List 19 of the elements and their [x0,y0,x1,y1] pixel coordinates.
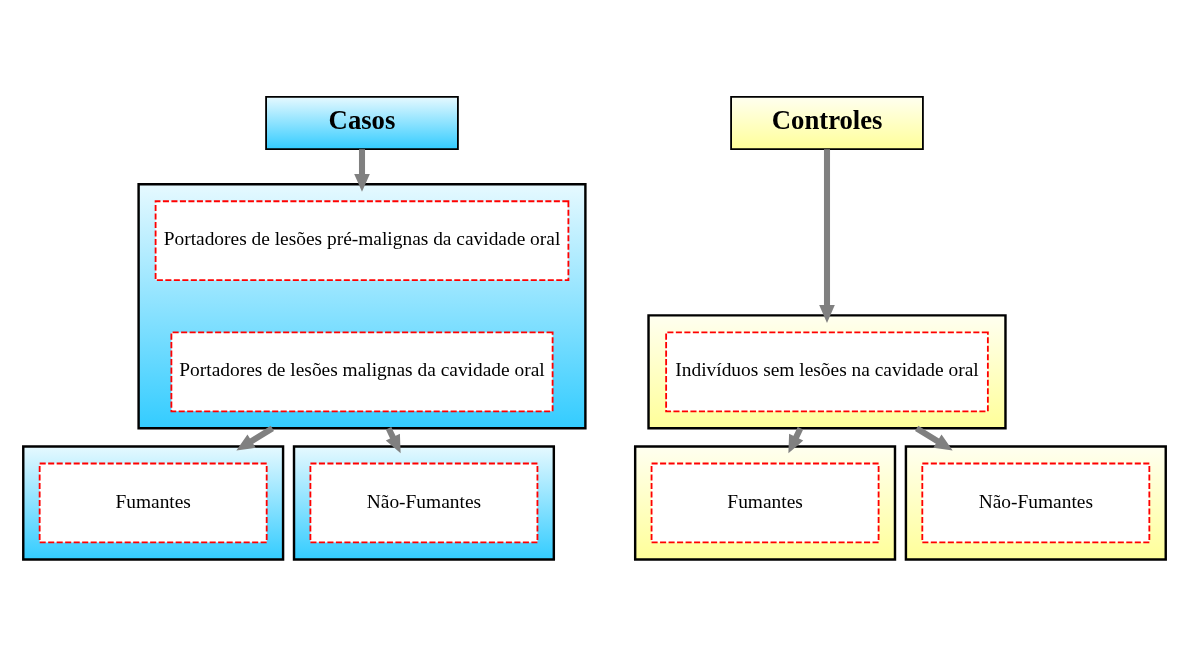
arrow [354,148,370,192]
node-box: Portadores de lesões malignas da cavidade oral [170,330,554,412]
cluster [904,444,1167,561]
arrow [915,425,953,450]
node-box: Não-Fumantes [309,462,539,543]
cluster [647,313,1007,430]
cluster [137,182,587,430]
node-box: Portadores de lesões pré-malignas da cavidade oral [154,199,570,281]
cluster [22,444,285,561]
cluster [292,444,556,561]
node-box: Controles [730,95,924,150]
arrow [819,148,835,323]
node-box: Indivíduos sem lesões na cavidade oral [665,330,989,412]
node-box: Fumantes [38,462,268,543]
arrow [236,425,274,450]
node-box: Não-Fumantes [921,462,1151,543]
cluster [633,444,897,561]
node-box: Fumantes [650,462,880,543]
node-box: Casos [265,95,459,150]
